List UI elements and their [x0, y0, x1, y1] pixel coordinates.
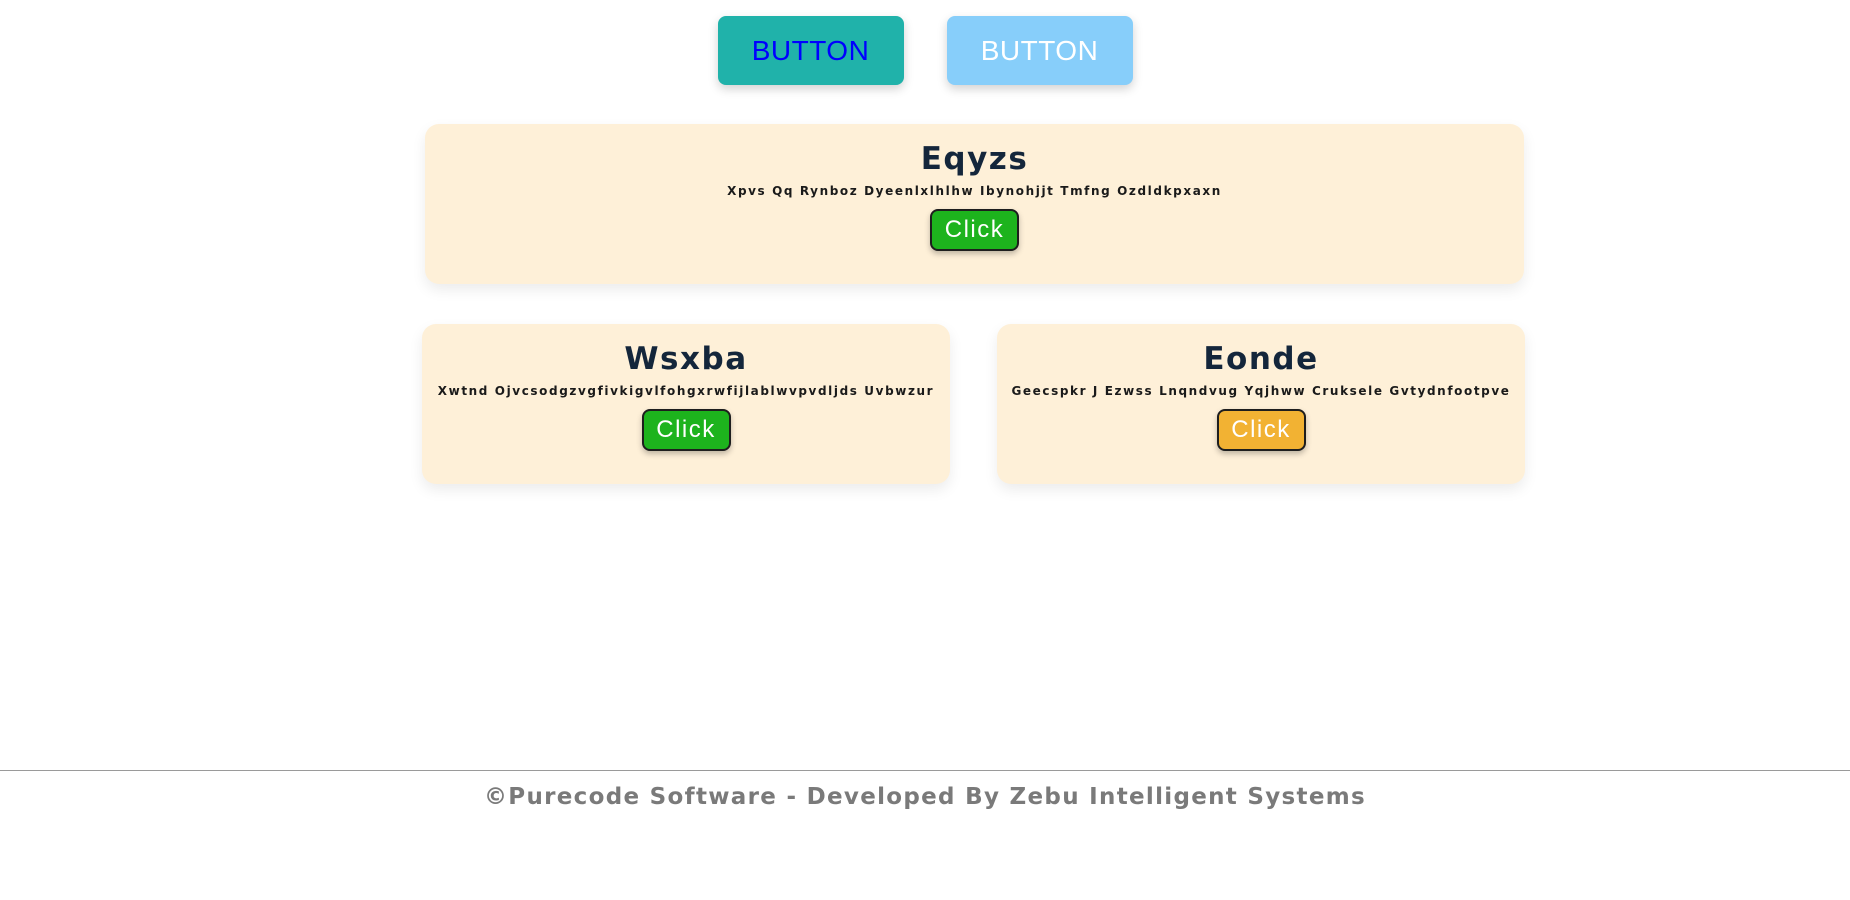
secondary-button[interactable]: BUTTON [946, 16, 1133, 85]
card-title: Wsxba [624, 341, 748, 377]
card-subtitle: Xpvs Qq Rynboz Dyeenlxlhlhw Ibynohjjt Tm… [727, 184, 1222, 198]
card-wsxba: Wsxba Xwtnd Ojvcsodgzvgfivkigvlfohgxrwfi… [422, 324, 950, 484]
footer-divider [0, 770, 1850, 771]
card-subtitle: Geecspkr J Ezwss Lnqndvug Yqjhww Cruksel… [1011, 384, 1511, 398]
card-click-button[interactable]: Click [641, 409, 731, 451]
top-button-group: BUTTON BUTTON [0, 16, 1850, 85]
card-click-button[interactable]: Click [1216, 409, 1306, 451]
primary-button[interactable]: BUTTON [717, 16, 904, 85]
footer-copyright: ©Purecode Software - Developed By Zebu I… [484, 784, 1366, 810]
card-subtitle: Xwtnd Ojvcsodgzvgfivkigvlfohgxrwfijlablw… [437, 384, 935, 398]
card-eqyzs: Eqyzs Xpvs Qq Rynboz Dyeenlxlhlhw Ibynoh… [425, 124, 1524, 284]
card-title: Eqyzs [920, 141, 1029, 177]
card-eonde: Eonde Geecspkr J Ezwss Lnqndvug Yqjhww C… [997, 324, 1525, 484]
card-title: Eonde [1203, 341, 1319, 377]
card-click-button[interactable]: Click [930, 209, 1019, 251]
